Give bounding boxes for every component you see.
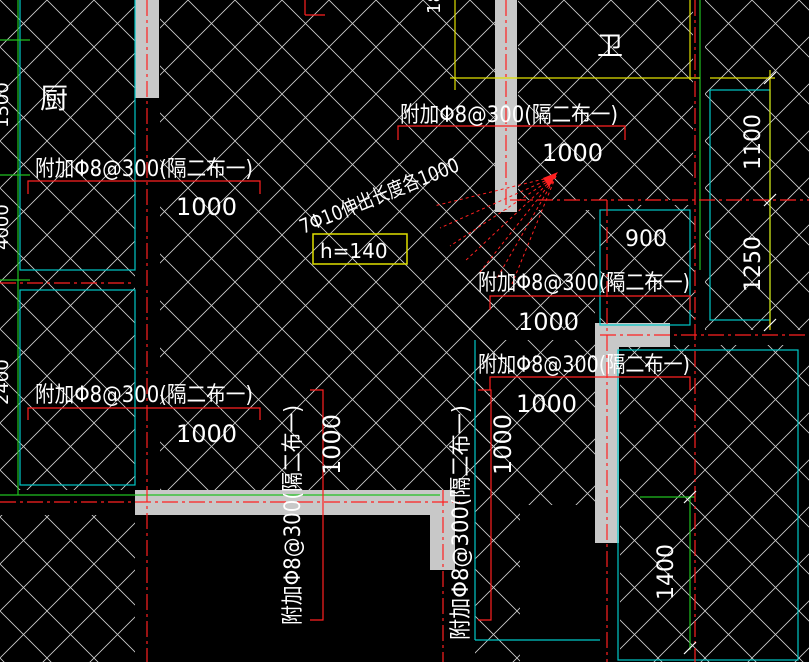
rebar-bracket-7 <box>478 389 492 621</box>
fan-bar <box>495 175 557 281</box>
rebar-note-5: 附加Φ8@300(隔二布一) <box>35 383 253 408</box>
room-tag-bath: 卫 <box>597 32 623 62</box>
slab-thickness-box <box>312 233 408 265</box>
dim-900: 900 <box>625 227 667 252</box>
rebar-note-1: 附加Φ8@300(隔二布一) <box>35 157 253 182</box>
edge-dim-4: 1800 <box>424 0 445 14</box>
fan-bar <box>479 175 557 273</box>
green-lines <box>0 0 701 650</box>
slab-thickness-label: h=140 <box>320 239 388 263</box>
rebar-bracket-2 <box>397 125 626 140</box>
opening-block-2 <box>520 505 595 662</box>
rebar-length-7: 1000 <box>489 414 517 475</box>
rebar-length-1: 1000 <box>176 193 237 221</box>
edge-dim-2: 4000 <box>0 204 13 250</box>
corner-rebar-fan <box>433 175 557 285</box>
rebar-length-3: 1000 <box>518 308 579 336</box>
slab-hatch-top-right <box>518 0 693 200</box>
dim-tick-3 <box>763 318 777 332</box>
wall-center-upper <box>495 0 517 212</box>
dim-tick-5 <box>683 641 697 655</box>
rebar-length-6: 1000 <box>318 414 346 475</box>
cyan-box-1 <box>19 0 136 271</box>
opening-blocks <box>160 505 595 662</box>
slab-hatch-far-right <box>705 0 809 330</box>
slab-hatch-bath <box>600 205 695 325</box>
rebar-brackets <box>27 0 691 621</box>
cyan-box-5 <box>617 349 799 661</box>
dimension-ticks <box>683 71 777 655</box>
rebar-note-7: 附加Φ8@300(隔二布一) <box>449 405 474 640</box>
opening-block-1 <box>160 515 430 662</box>
edge-dim-1: 1500 <box>0 82 13 128</box>
rebar-bracket-5 <box>27 407 261 420</box>
dim-1400: 1400 <box>654 544 679 600</box>
cyan-box-3 <box>599 209 691 326</box>
rebar-bracket-3 <box>489 295 691 310</box>
rebar-note-3: 附加Φ8@300(隔二布一) <box>478 271 690 296</box>
dim-tick-1 <box>763 71 777 85</box>
dim-tick-2 <box>763 193 777 207</box>
cyan-box-2 <box>19 289 136 486</box>
rebar-note-6: 附加Φ8@300(隔二布一) <box>281 405 306 625</box>
dim-1250: 1250 <box>741 236 766 292</box>
rebar-length-5: 1000 <box>176 420 237 448</box>
rebar-bracket-6 <box>310 389 324 621</box>
dim-1100: 1100 <box>741 114 766 170</box>
slab-hatch-lower-left <box>0 515 135 662</box>
rebar-note-4: 附加Φ8@300(隔二布一) <box>478 353 690 378</box>
rebar-bracket-1 <box>27 180 261 194</box>
fan-arrow-head <box>543 172 558 187</box>
wall-bottom-horizontal <box>135 490 455 515</box>
rebar-bracket-4 <box>489 376 691 390</box>
walls <box>135 0 670 570</box>
edge-dim-3: 2400 <box>0 359 13 405</box>
fan-bar <box>463 175 557 263</box>
rebar-note-2: 附加Φ8@300(隔二布一) <box>400 103 618 128</box>
fan-bar <box>511 175 557 285</box>
room-label-kitchen: 厨 <box>40 82 68 115</box>
rebar-length-2: 1000 <box>542 139 603 167</box>
dim-tick-4 <box>683 490 697 504</box>
slab-hatch-right-mid <box>620 345 809 662</box>
rebar-length-4: 1000 <box>516 390 577 418</box>
fan-bar <box>433 175 557 207</box>
